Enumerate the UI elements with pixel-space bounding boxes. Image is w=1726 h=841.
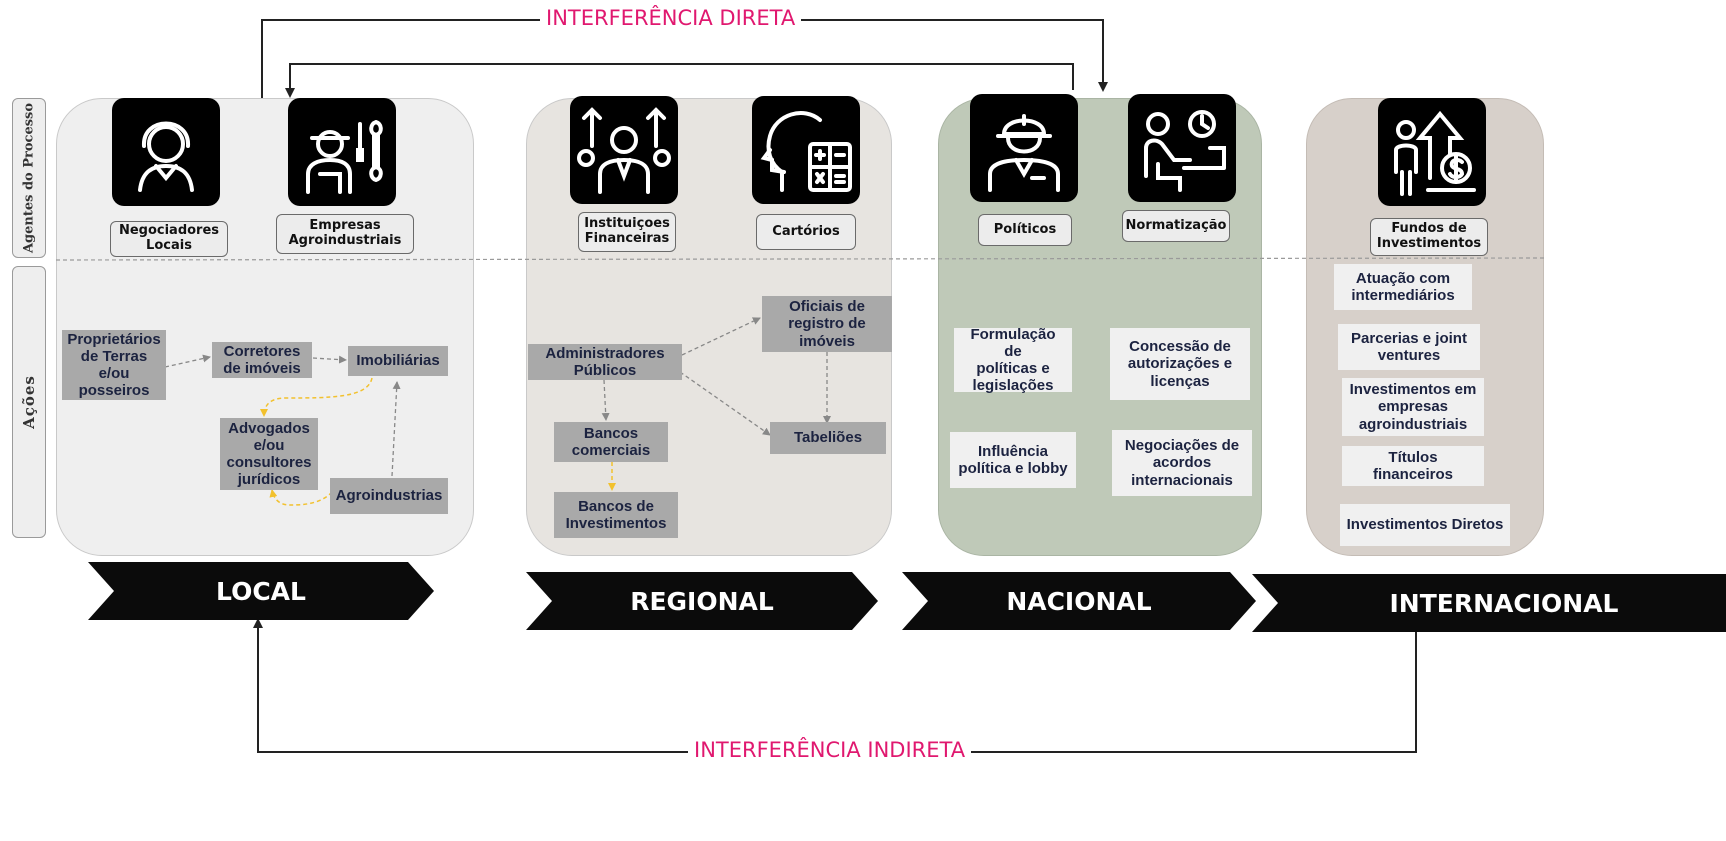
banner-local: LOCAL [88, 562, 434, 620]
person-dollar-growth-icon [1378, 98, 1486, 206]
action-negociacoes: Negociações de acordos internacionais [1112, 430, 1252, 496]
agent-negociadores-locais: Negociadores Locais [110, 221, 228, 257]
action-administradores: Administradores Públicos [528, 344, 682, 380]
action-oficiais: Oficiais de registro de imóveis [762, 296, 892, 352]
action-tabelioes: Tabeliões [770, 422, 886, 454]
action-investimentos-empresas: Investimentos em empresas agroindustriai… [1342, 378, 1484, 436]
direct-interference-label: INTERFERÊNCIA DIRETA [540, 6, 802, 30]
negotiator-headset-icon [112, 98, 220, 206]
indirect-interference-label: INTERFERÊNCIA INDIRETA [688, 738, 972, 762]
agent-empresas-agroindustriais: Empresas Agroindustriais [276, 214, 414, 254]
action-imobiliarias: Imobiliárias [348, 346, 448, 376]
action-titulos: Títulos financeiros [1342, 446, 1484, 486]
action-agroindustrias: Agroindustrias [330, 478, 448, 514]
action-influencia: Influência política e lobby [950, 432, 1076, 488]
agent-politicos: Políticos [978, 214, 1072, 246]
agent-normatizacao: Normatização [1122, 210, 1230, 242]
agents-sidebar-label: Agentes do Processo [21, 102, 37, 254]
head-calculator-icon [752, 96, 860, 204]
worker-tools-icon [288, 98, 396, 206]
person-laptop-icon [1128, 94, 1236, 202]
action-bancos-comerciais: Bancos comerciais [554, 422, 668, 462]
banner-nacional-label: NACIONAL [1006, 586, 1152, 616]
banner-nacional: NACIONAL [902, 572, 1256, 630]
banner-local-label: LOCAL [216, 576, 306, 606]
action-proprietarios: Proprietários de Terras e/ou posseiros [62, 330, 166, 400]
action-corretores: Corretores de imóveis [212, 342, 312, 378]
banner-regional: REGIONAL [526, 572, 878, 630]
financier-growth-icon [570, 96, 678, 204]
action-parcerias: Parcerias e joint ventures [1338, 324, 1480, 370]
banner-regional-label: REGIONAL [630, 586, 774, 616]
direct-return-line [285, 63, 1074, 98]
action-concessao: Concessão de autorizações e licenças [1110, 328, 1250, 400]
action-atuacao: Atuação com intermediários [1334, 264, 1472, 310]
agent-cartorios: Cartórios [756, 214, 856, 250]
agent-fundos-investimentos: Fundos de Investimentos [1370, 218, 1488, 256]
politician-helmet-icon [970, 94, 1078, 202]
direct-flow-line [261, 19, 1108, 98]
action-advogados: Advogados e/ou consultores jurídicos [220, 418, 318, 490]
agents-sidebar: Agentes do Processo [12, 98, 46, 258]
banner-internacional-label: INTERNACIONAL [1389, 588, 1619, 618]
banner-internacional: INTERNACIONAL [1252, 574, 1726, 632]
agent-instituicoes-financeiras: Instituiçoes Financeiras [578, 212, 676, 252]
action-bancos-investimentos: Bancos de Investimentos [554, 492, 678, 538]
action-investimentos-diretos: Investimentos Diretos [1340, 504, 1510, 546]
actions-sidebar-label: Ações [20, 375, 38, 429]
indirect-flow-line [253, 618, 1417, 753]
separator-line [55, 257, 1545, 261]
action-formulacao: Formulação de políticas e legislações [954, 326, 1072, 394]
actions-sidebar: Ações [12, 266, 46, 538]
